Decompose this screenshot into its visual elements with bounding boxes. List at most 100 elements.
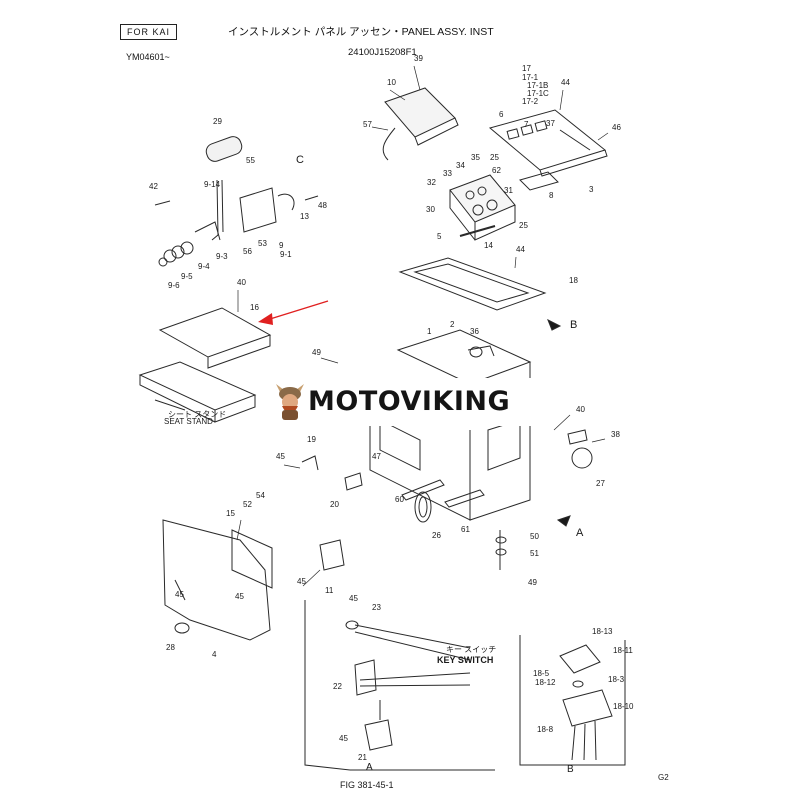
callout-15: 15 [226,509,235,518]
callout-44: 44 [561,78,570,87]
callout-9-5: 9-5 [181,272,193,281]
callout-14: 14 [484,241,493,250]
callout-34: 34 [456,161,465,170]
callout-60: 60 [395,495,404,504]
callout-50: 50 [530,532,539,541]
callout-3: 3 [589,185,594,194]
callout-40: 40 [237,278,246,287]
side-panel-4 [162,519,273,641]
callout-10: 10 [387,78,396,87]
serial-range: YM04601~ [126,52,170,62]
callout-46: 46 [612,123,621,132]
callout-9: 9 [279,241,284,250]
diagram-title: インストルメント パネル アッセン・PANEL ASSY. INST [228,26,494,38]
callout-49: 49 [312,348,321,357]
callout-61: 61 [461,525,470,534]
viking-mascot-icon [276,384,304,420]
detail-b-relay [519,635,626,766]
gasket-frame-18 [398,257,547,311]
callout-18-13: 18-13 [592,627,613,636]
callout-18-12: 18-12 [535,678,556,687]
callout-30: 30 [426,205,435,214]
figure-caption: FIG 381-45-1 [340,780,394,790]
callout-55: 55 [246,156,255,165]
callout-9-14: 9-14 [204,180,221,189]
callout-45: 45 [339,734,348,743]
callout-18-3: 18-3 [608,675,625,684]
callout-17-1B: 17-1B [527,81,548,90]
callout-18-11: 18-11 [613,646,633,655]
callout-6: 6 [499,110,504,119]
callout-45: 45 [297,577,306,586]
callout-11: 11 [325,586,334,595]
detail-a-border [304,600,351,771]
callout-56: 56 [243,247,252,256]
detail-b-title: B [567,764,574,775]
callout-54: 54 [256,491,265,500]
key-switch-label: KEY SWITCH [437,655,493,665]
red-pointer-arrow [258,300,329,325]
callout-52: 52 [243,500,252,509]
callout-13: 13 [300,212,309,221]
callout-45: 45 [349,594,358,603]
detail-a-title: A [366,762,373,773]
callout-28: 28 [166,643,175,652]
callout-44: 44 [516,245,525,254]
callout-18-10: 18-10 [613,702,634,711]
callout-62: 62 [492,166,501,175]
callout-26: 26 [432,531,441,540]
callout-22: 22 [333,682,342,691]
callout-37: 37 [546,119,555,128]
callout-17-1C: 17-1C [527,89,549,98]
arrow-a [556,515,571,527]
callout-17-2: 17-2 [522,97,539,106]
callout-4: 4 [212,650,217,659]
seat-stand-jp-label: シート スタンド [168,410,226,419]
arrow-b [547,318,562,331]
callout-25: 25 [490,153,499,162]
callout-27: 27 [596,479,605,488]
meter-module [449,174,516,241]
callout-40: 40 [576,405,585,414]
callout-49: 49 [528,578,537,587]
leader-lines [236,65,609,587]
callout-7: 7 [524,120,529,129]
key-switch-jp-label: キー スイッチ [446,645,496,654]
callout-38: 38 [611,430,620,439]
callout-8: 8 [549,191,554,200]
callout-17: 17 [522,64,531,73]
switch-panel-3 [488,109,608,191]
callout-53: 53 [258,239,267,248]
callout-20: 20 [330,500,339,509]
callout-48: 48 [318,201,327,210]
callout-21: 21 [358,753,367,762]
callout-35: 35 [471,153,480,162]
callout-57: 57 [363,120,372,129]
callout-45: 45 [276,452,285,461]
key-switch-harness [319,539,471,751]
callout-18-5: 18-5 [533,669,550,678]
callout-39: 39 [414,54,423,63]
callout-25: 25 [519,221,528,230]
callout-17-1: 17-1 [522,73,539,82]
for-kai-box: FOR KAI [120,24,178,40]
callout-B: B [570,319,577,331]
callout-51: 51 [530,549,539,558]
callout-5: 5 [437,232,442,241]
watermark-banner: MOTOVIKING [268,378,536,426]
callout-16: 16 [250,303,259,312]
callout-32: 32 [427,178,436,187]
callout-42: 42 [149,182,158,191]
callout-A: A [576,527,584,539]
callout-9-4: 9-4 [198,262,210,271]
callout-45: 45 [235,592,244,601]
callout-9-6: 9-6 [168,281,180,290]
callout-23: 23 [372,603,381,612]
lever-assembly-9 [154,136,319,267]
callout-9-3: 9-3 [216,252,228,261]
callout-19: 19 [307,435,316,444]
callout-45: 45 [175,590,184,599]
